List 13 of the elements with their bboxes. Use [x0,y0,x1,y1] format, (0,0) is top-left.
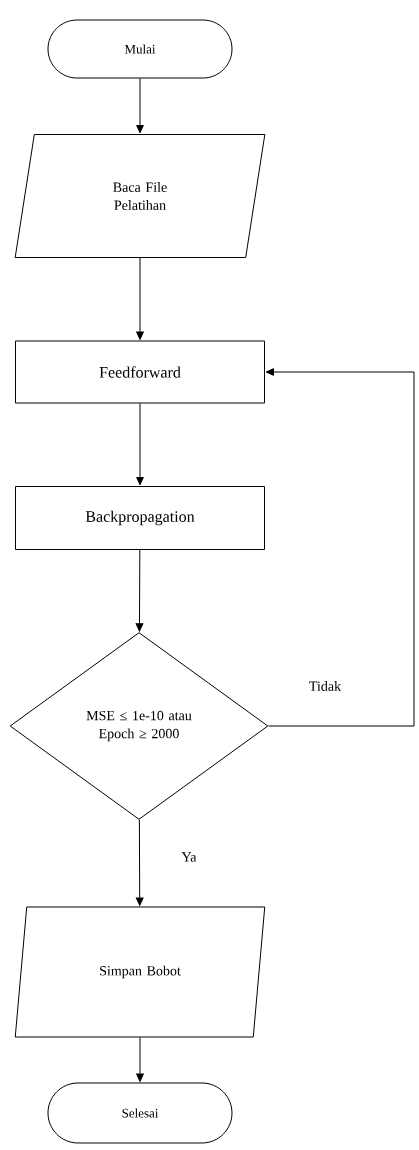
arrow [135,819,144,906]
arrow [136,403,144,486]
input-parallelogram: Baca File Pelatihan [14,134,266,258]
arrow [136,78,144,134]
arrow [136,257,144,340]
process-box: Backpropagation [15,486,265,550]
output-parallelogram: Simpan Bobot [14,906,266,1038]
edge-label: Ya [180,851,198,863]
arrow [135,549,144,632]
process-box: Feedforward [15,340,265,404]
arrow [265,368,415,727]
arrow [136,1037,144,1082]
edge-label: Tidak [307,680,343,692]
